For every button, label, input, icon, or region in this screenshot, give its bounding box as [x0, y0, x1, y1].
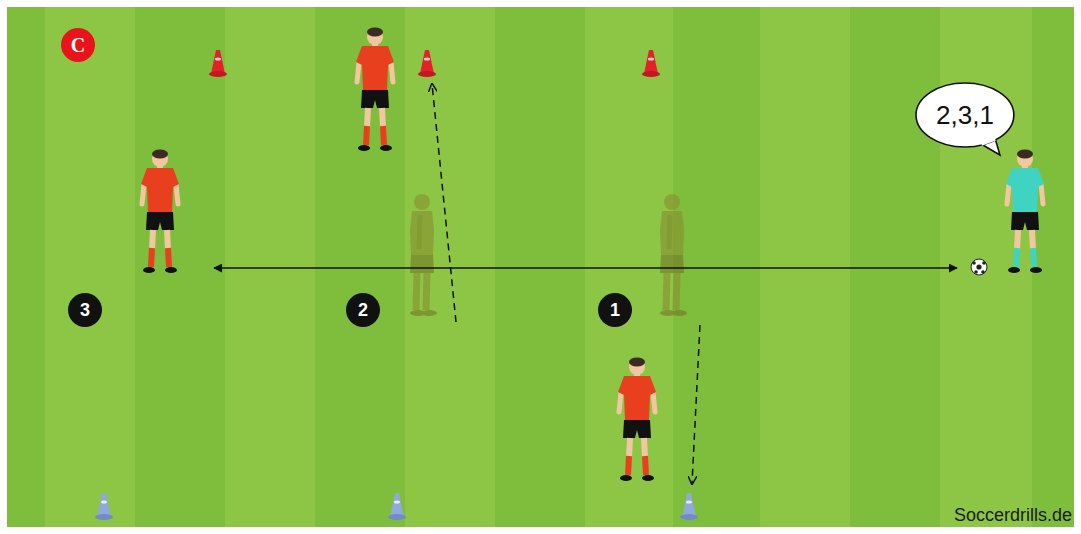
run-arrow: [692, 325, 700, 484]
marker-text: 3: [80, 300, 90, 321]
ball-patch: [981, 270, 985, 274]
red-cone: [642, 50, 660, 77]
blue-cone: [388, 493, 406, 520]
teal-player: [1006, 150, 1044, 274]
ball-patch: [976, 264, 981, 269]
position-number: 3: [68, 293, 102, 327]
watermark: Soccerdrills.de: [954, 505, 1072, 526]
stripe: [405, 7, 495, 527]
red-cone: [209, 50, 227, 77]
pitch: [7, 7, 1074, 527]
bubble-body: [916, 83, 1014, 147]
coach-marker: C: [61, 28, 95, 62]
ghost-player: [660, 194, 687, 316]
ball-patch: [982, 261, 986, 265]
ball-patch: [972, 261, 976, 265]
bubble-joint: [981, 134, 996, 145]
red-player: [618, 358, 656, 482]
pass-arrow: [214, 267, 957, 269]
ball-patch: [974, 270, 978, 274]
marker-text: 1: [610, 300, 620, 321]
red-cone: [418, 50, 436, 77]
stripe: [760, 7, 850, 527]
red-player: [356, 28, 394, 152]
pitch-stripes: [45, 7, 1032, 527]
run-arrow: [432, 84, 456, 322]
marker-text: 2: [358, 300, 368, 321]
ball: [971, 259, 987, 275]
marker-text: C: [71, 34, 85, 57]
called-sequence: 2,3,1: [936, 100, 994, 131]
stripe: [225, 7, 315, 527]
position-number: 1: [598, 293, 632, 327]
red-player: [141, 150, 179, 274]
ball-body: [971, 259, 987, 275]
blue-cone: [680, 493, 698, 520]
speech-bubble: 2,3,1: [915, 82, 1015, 148]
position-number: 2: [346, 293, 380, 327]
ghost-player: [410, 194, 437, 316]
blue-cone: [95, 493, 113, 520]
stripe: [585, 7, 673, 527]
stripe: [45, 7, 135, 527]
